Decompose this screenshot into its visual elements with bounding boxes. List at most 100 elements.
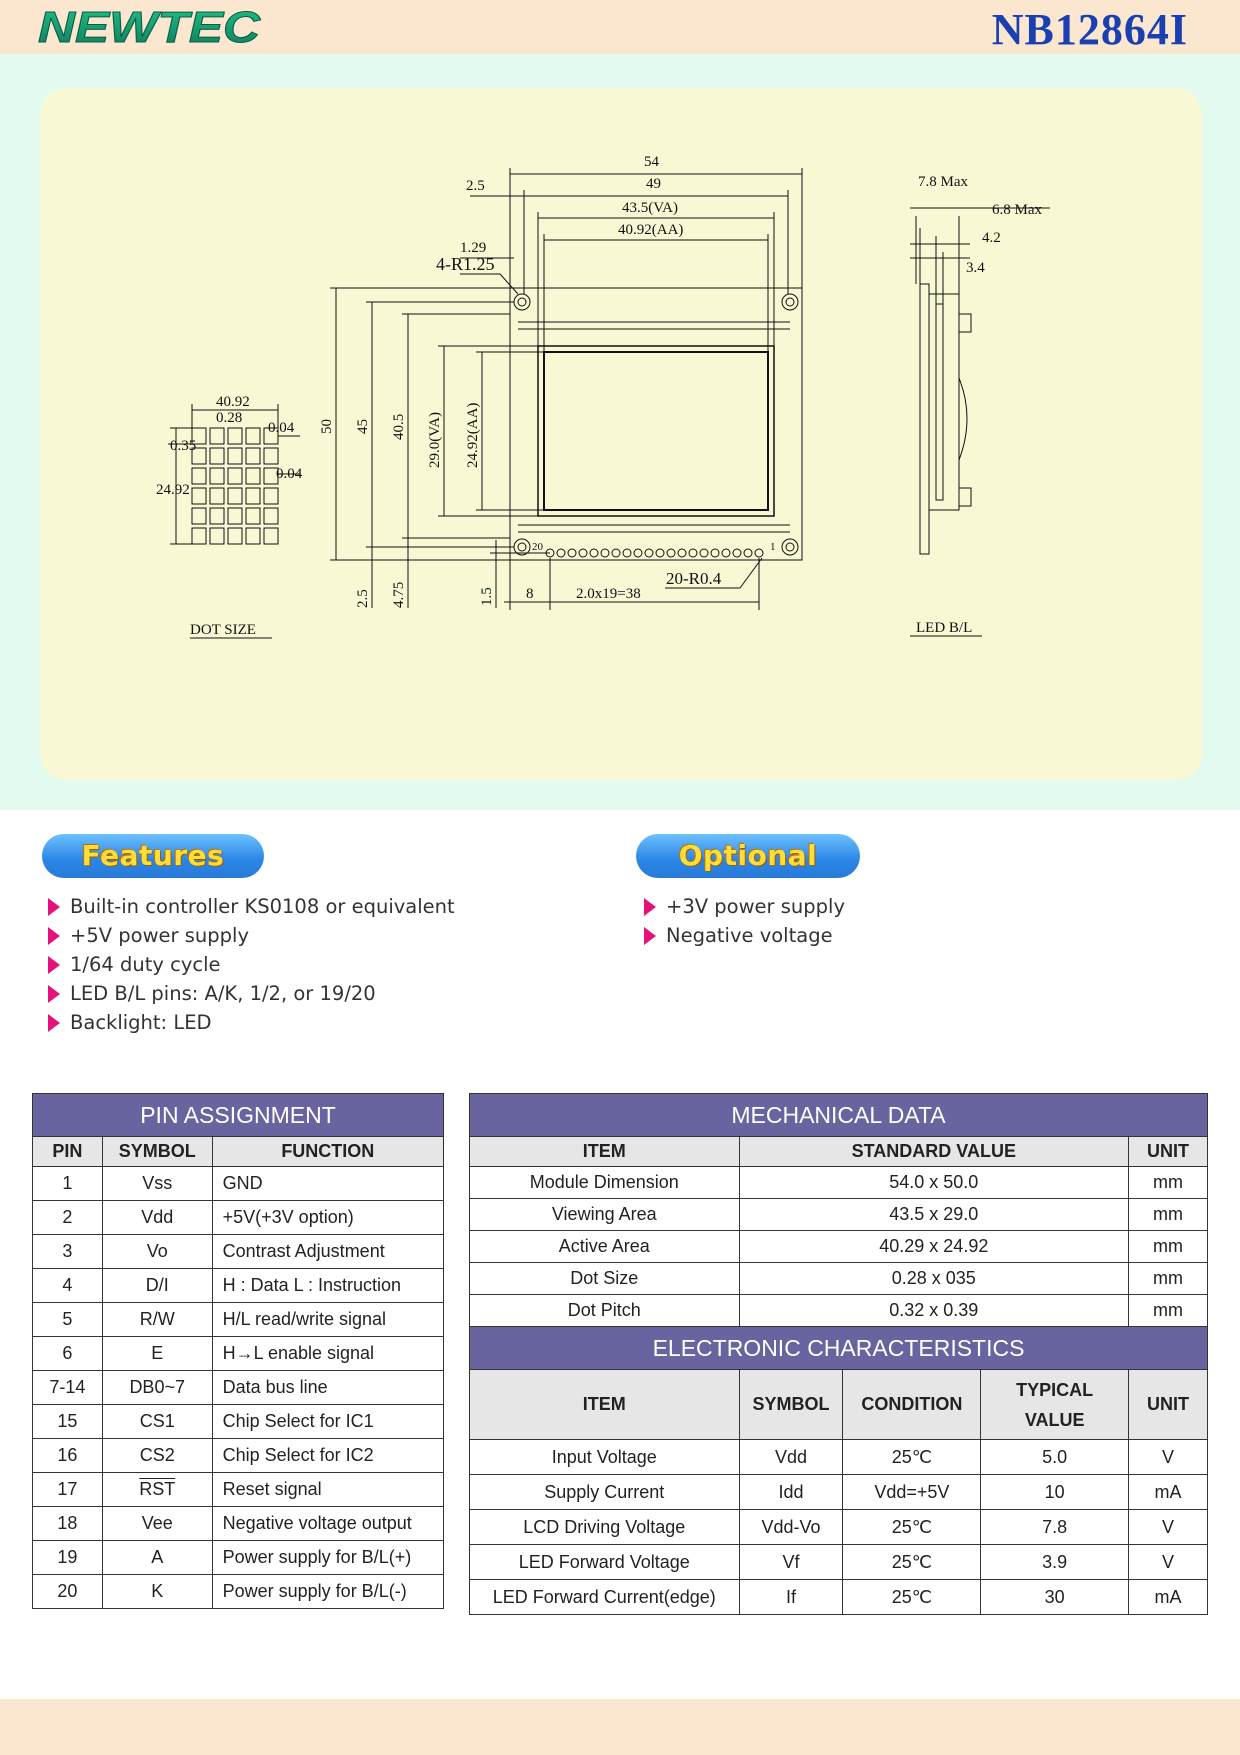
footer-bar bbox=[0, 1699, 1240, 1755]
dim-54: 54 bbox=[644, 154, 660, 170]
optional-item: Negative voltage bbox=[636, 921, 1036, 950]
dot-grid bbox=[191, 427, 279, 545]
mech-unit-header: UNIT bbox=[1128, 1136, 1208, 1167]
table-cell: 7-14 bbox=[32, 1370, 103, 1405]
dim-40-92: 40.92(AA) bbox=[618, 222, 683, 238]
table-cell: 0.32 x 0.39 bbox=[738, 1294, 1130, 1327]
table-cell: mm bbox=[1128, 1166, 1208, 1199]
table-cell: 10 bbox=[980, 1474, 1130, 1510]
dot-0-04b: 0.04 bbox=[276, 466, 303, 482]
side-glass bbox=[919, 283, 930, 555]
table-cell: Contrast Adjustment bbox=[211, 1234, 445, 1269]
bullet-icon bbox=[48, 1014, 60, 1032]
table-cell: Idd bbox=[738, 1474, 844, 1510]
table-cell: 5.0 bbox=[980, 1439, 1130, 1475]
elec-condition-header: CONDITION bbox=[842, 1369, 982, 1440]
table-cell: 43.5 x 29.0 bbox=[738, 1198, 1130, 1231]
table-cell: 2 bbox=[32, 1200, 103, 1235]
table-cell: +5V(+3V option) bbox=[211, 1200, 445, 1235]
table-cell: 20 bbox=[32, 1574, 103, 1609]
bullet-icon bbox=[48, 898, 60, 916]
dim-4-75: 4.75 bbox=[391, 582, 407, 608]
drawing-panel: 54 49 2.5 43.5(VA) 40.92(AA) 1.29 4-R1.2… bbox=[40, 88, 1202, 780]
table-cell: Dot Size bbox=[469, 1262, 740, 1295]
table-cell: CS1 bbox=[101, 1404, 213, 1439]
dim-pitch: 2.0x19=38 bbox=[576, 586, 641, 602]
table-cell: If bbox=[738, 1579, 844, 1615]
table-cell: 0.28 x 035 bbox=[738, 1262, 1130, 1295]
table-cell: mA bbox=[1128, 1579, 1208, 1615]
mech-item-header: ITEM bbox=[469, 1136, 740, 1167]
feature-item: 1/64 duty cycle bbox=[40, 950, 580, 979]
feature-item: Built-in controller KS0108 or equivalent bbox=[40, 892, 580, 921]
table-cell: 5 bbox=[32, 1302, 103, 1337]
features-title: Features bbox=[81, 839, 225, 872]
table-cell: 25℃ bbox=[842, 1579, 982, 1615]
table-cell: Vdd=+5V bbox=[842, 1474, 982, 1510]
dot-0-28: 0.28 bbox=[216, 410, 242, 426]
table-cell: mA bbox=[1128, 1474, 1208, 1510]
features-list: Built-in controller KS0108 or equivalent… bbox=[40, 892, 580, 1037]
table-cell: 18 bbox=[32, 1506, 103, 1541]
table-cell: 25℃ bbox=[842, 1439, 982, 1475]
table-cell: 25℃ bbox=[842, 1509, 982, 1545]
side-6-8: 6.8 Max bbox=[992, 202, 1042, 218]
table-cell: Dot Pitch bbox=[469, 1294, 740, 1327]
table-cell: 3 bbox=[32, 1234, 103, 1269]
table-cell: K bbox=[101, 1574, 213, 1609]
viewing-area bbox=[537, 345, 775, 517]
bullet-icon bbox=[644, 898, 656, 916]
dim-2-5-top: 2.5 bbox=[466, 178, 485, 194]
dot-size-label: DOT SIZE bbox=[190, 622, 256, 638]
table-cell: Module Dimension bbox=[469, 1166, 740, 1199]
table-cell: Negative voltage output bbox=[211, 1506, 445, 1541]
table-cell: Vdd bbox=[738, 1439, 844, 1475]
dim-50: 50 bbox=[319, 419, 335, 434]
module-outline bbox=[509, 287, 803, 561]
function-col-header: FUNCTION bbox=[211, 1136, 445, 1167]
feature-item: LED B/L pins: A/K, 1/2, or 19/20 bbox=[40, 979, 580, 1008]
optional-list: +3V power supply Negative voltage bbox=[636, 892, 1036, 950]
led-bl-label: LED B/L bbox=[916, 620, 972, 636]
logo-text: NEWTEC bbox=[38, 3, 261, 52]
table-cell: Chip Select for IC1 bbox=[211, 1404, 445, 1439]
table-cell: 7.8 bbox=[980, 1509, 1130, 1545]
dim-1-5: 1.5 bbox=[479, 587, 495, 606]
optional-title: Optional bbox=[678, 839, 818, 872]
table-cell: Supply Current bbox=[469, 1474, 740, 1510]
dim-20r: 20-R0.4 bbox=[666, 569, 722, 588]
side-7-8: 7.8 Max bbox=[918, 174, 968, 190]
dim-24-92: 24.92(AA) bbox=[465, 403, 481, 468]
pin-col-header: PIN bbox=[32, 1136, 103, 1167]
table-cell: Vdd-Vo bbox=[738, 1509, 844, 1545]
symbol-col-header: SYMBOL bbox=[101, 1136, 213, 1167]
mechanical-drawing: 54 49 2.5 43.5(VA) 40.92(AA) 1.29 4-R1.2… bbox=[156, 154, 1050, 639]
table-cell: Vss bbox=[101, 1166, 213, 1201]
table-cell: GND bbox=[211, 1166, 445, 1201]
table-cell: Vo bbox=[101, 1234, 213, 1269]
table-cell: H→L enable signal bbox=[211, 1336, 445, 1371]
dot-0-35: 0.35 bbox=[170, 438, 196, 454]
side-4-2: 4.2 bbox=[982, 230, 1001, 246]
table-cell: Data bus line bbox=[211, 1370, 445, 1405]
optional-pill: Optional bbox=[636, 834, 860, 878]
table-cell: V bbox=[1128, 1544, 1208, 1580]
dot-24-92: 24.92 bbox=[156, 482, 190, 498]
table-cell: E bbox=[101, 1336, 213, 1371]
pin-row bbox=[545, 548, 764, 558]
table-cell: mm bbox=[1128, 1230, 1208, 1263]
table-cell: 3.9 bbox=[980, 1544, 1130, 1580]
